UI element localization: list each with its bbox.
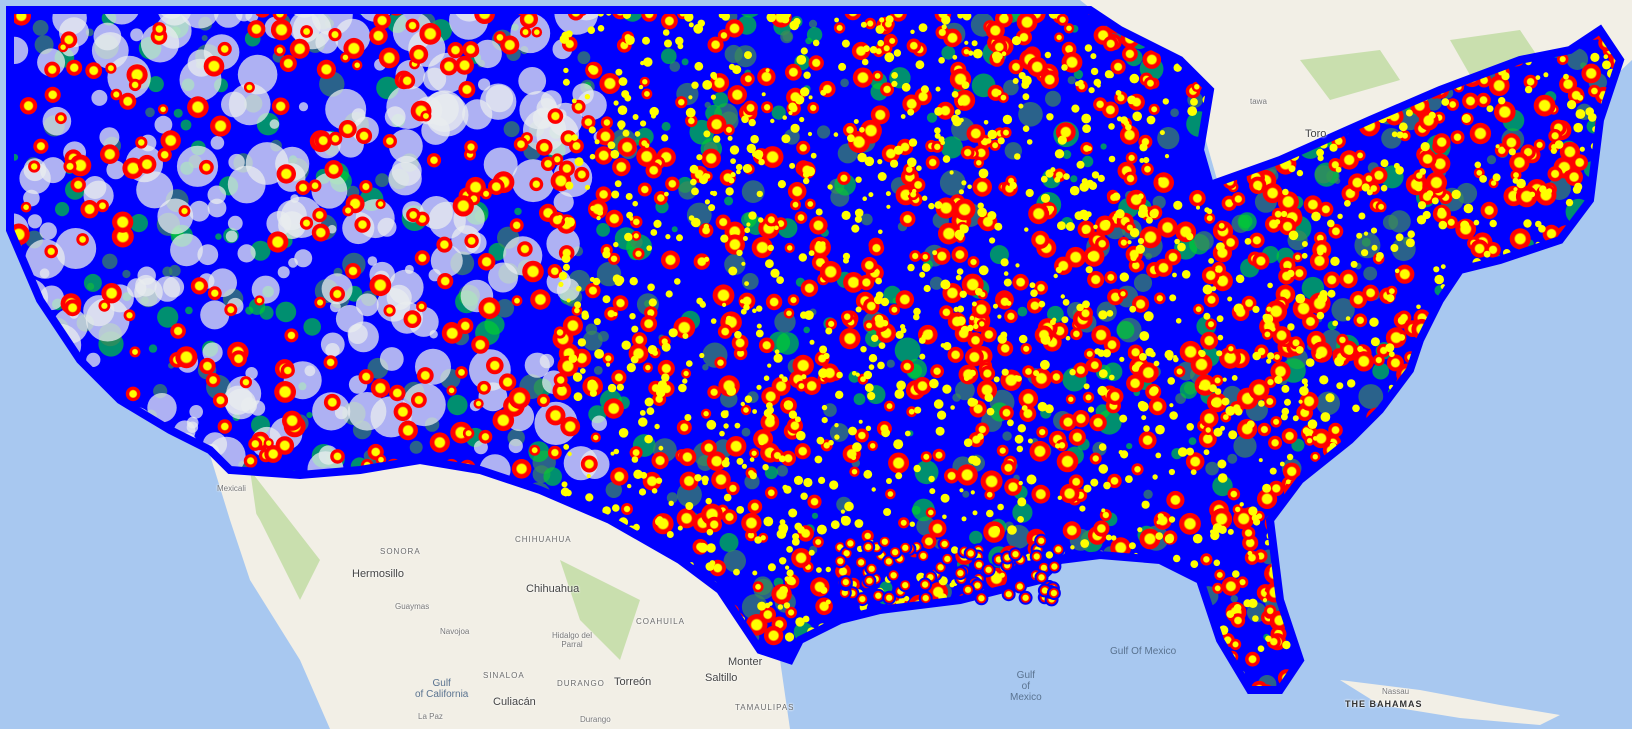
label-bahamas: THE BAHAMAS [1345, 699, 1423, 709]
label-durango-state: DURANGO [557, 679, 605, 688]
mexico-vegetation [250, 470, 640, 660]
label-sinaloa: SINALOA [483, 671, 525, 680]
cuba-island [1340, 680, 1560, 725]
label-la-paz: La Paz [418, 712, 443, 721]
label-gulf-of-california: Gulf of California [415, 678, 469, 700]
label-guaymas: Guaymas [395, 602, 430, 611]
canada-vegetation [1300, 30, 1540, 100]
label-monterrey: Monter [728, 656, 763, 668]
label-ottawa: tawa [1250, 97, 1267, 106]
label-toronto: Toro [1305, 128, 1327, 140]
label-navojoa: Navojoa [440, 627, 470, 636]
mexico-land [210, 455, 790, 729]
label-coahuila: COAHUILA [636, 617, 685, 626]
label-hidalgo-del-parral: Hidalgo del Parral [551, 631, 593, 649]
label-gulf-of-mexico-1: Gulf Of Mexico [1110, 646, 1177, 657]
label-mexicali: Mexicali [217, 484, 246, 493]
label-culiacan: Culiacán [493, 696, 536, 708]
label-chihuahua-state: CHIHUAHUA [515, 535, 572, 544]
label-nassau: Nassau [1382, 687, 1410, 696]
label-tamaulipas: TAMAULIPAS [735, 703, 795, 712]
label-gulf-of-mexico-2: Gulf of Mexico [1010, 670, 1042, 703]
label-sonora: SONORA [380, 547, 421, 556]
label-torreon: Torreón [614, 676, 652, 688]
label-durango-city: Durango [580, 715, 611, 724]
label-chihuahua-city: Chihuahua [526, 583, 580, 595]
label-saltillo: Saltillo [705, 672, 738, 684]
label-hermosillo: Hermosillo [352, 568, 404, 580]
